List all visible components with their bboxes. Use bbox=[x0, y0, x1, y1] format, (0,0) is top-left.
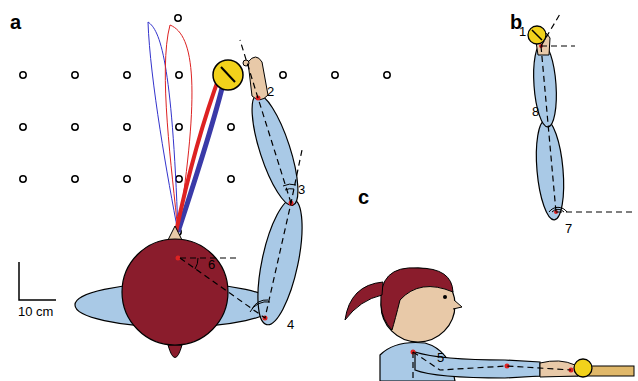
callout-number: 5 bbox=[437, 351, 444, 364]
target-dot bbox=[175, 15, 181, 21]
target-dot bbox=[228, 176, 234, 182]
target-dot bbox=[176, 72, 182, 78]
target-dot bbox=[176, 124, 182, 130]
callout-number: 3 bbox=[298, 183, 305, 196]
panel-letter: a bbox=[10, 12, 21, 32]
target-dot bbox=[72, 72, 78, 78]
panel-letter: c bbox=[358, 187, 369, 207]
target-dot bbox=[72, 124, 78, 130]
target-dot bbox=[124, 176, 130, 182]
target-dot bbox=[20, 124, 26, 130]
callout-number: 7 bbox=[565, 222, 572, 235]
target-dot bbox=[384, 72, 390, 78]
callout-number: 6 bbox=[208, 258, 215, 271]
callout-number: 8 bbox=[532, 105, 539, 118]
callout-number: 4 bbox=[287, 318, 294, 331]
target-dot bbox=[176, 176, 182, 182]
target-dot bbox=[228, 124, 234, 130]
target-dot bbox=[72, 176, 78, 182]
target-dot bbox=[20, 72, 26, 78]
callout-number: 2 bbox=[267, 85, 274, 98]
target-dot bbox=[332, 72, 338, 78]
target-dot bbox=[124, 124, 130, 130]
target-dot bbox=[124, 72, 130, 78]
callout-number: 1 bbox=[519, 25, 526, 38]
target-dot bbox=[280, 72, 286, 78]
scale-label: 10 cm bbox=[18, 305, 53, 318]
target-dot bbox=[20, 176, 26, 182]
